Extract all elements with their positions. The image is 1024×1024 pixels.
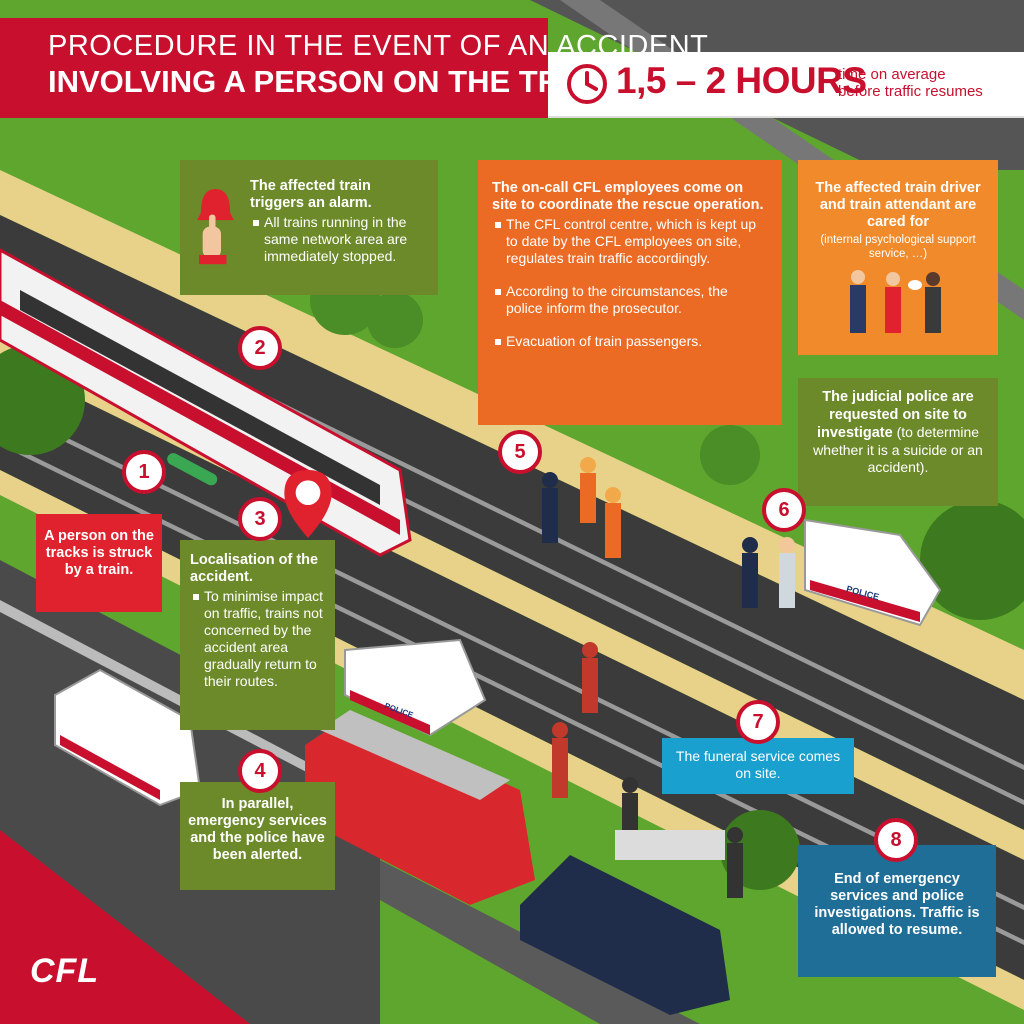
- step-8-text: End of emergency services and police inv…: [814, 871, 980, 938]
- clock-icon: [567, 64, 607, 104]
- time-info-box: [548, 52, 1024, 118]
- step-3-title: Localisation of the accident.: [190, 552, 319, 585]
- step-4-badge: 4: [238, 749, 282, 793]
- stretcher: [615, 830, 725, 860]
- police-car-right: [804, 518, 942, 627]
- step-6-badge: 6: [762, 488, 806, 532]
- police-car-left: [344, 638, 487, 737]
- cfl-logo: CFL: [30, 952, 100, 990]
- step-5-title: The on-call CFL employees come on site t…: [492, 180, 764, 213]
- step-8-badge: 8: [874, 818, 918, 862]
- location-pin-icon: [284, 470, 332, 538]
- step-7-badge: 7: [736, 700, 780, 744]
- crew-care-title: The affected train driver and train atte…: [815, 180, 981, 230]
- step-5-bullet-2: According to the circumstances, the poli…: [495, 283, 768, 317]
- step-3-badge: 3: [238, 497, 282, 541]
- bell-alarm-icon: [197, 189, 234, 265]
- step-6-text: (to determine whether it is a suicide or…: [813, 424, 983, 475]
- step-7-box: The funeral service comes on site.: [662, 738, 854, 794]
- step-4-text: In parallel, emergency services and the …: [188, 796, 327, 863]
- fire-truck: [305, 710, 535, 905]
- step-5-bullet-3: Evacuation of train passengers.: [495, 333, 768, 350]
- step-5-badge: 5: [498, 430, 542, 474]
- care-people-illustration: [850, 270, 941, 333]
- step-6-title: The judicial police are requested on sit…: [816, 389, 974, 441]
- step-8-box: End of emergency services and police inv…: [798, 845, 996, 977]
- step-1-box: A person on the tracks is struck by a tr…: [36, 514, 162, 612]
- step-5-bullet-1: The CFL control centre, which is kept up…: [495, 216, 768, 267]
- step-6-box: The judicial police are requested on sit…: [798, 378, 998, 506]
- header-banner: [0, 18, 548, 118]
- average-time-value: 1,5 – 2 HOURS: [616, 60, 867, 101]
- step-3-box: Localisation of the accident. To minimis…: [180, 540, 335, 730]
- step-7-text: The funeral service comes on site.: [675, 748, 841, 781]
- step-3-bullet: To minimise impact on traffic, trains no…: [193, 588, 324, 689]
- hearse: [520, 855, 730, 1015]
- average-time-description: time on average before traffic resumes: [838, 66, 983, 100]
- step-1-text: A person on the tracks is struck by a tr…: [44, 528, 154, 578]
- step-2-bullet: All trains running in the same network a…: [253, 214, 426, 265]
- crew-care-box: The affected train driver and train atte…: [798, 160, 998, 355]
- red-corner-decoration: [0, 830, 250, 1024]
- crew-care-subtitle: (internal psychological support service,…: [820, 234, 976, 260]
- step-2-title: The affected train triggers an alarm.: [250, 178, 372, 211]
- step-2-badge: 2: [238, 326, 282, 370]
- step-4-box: In parallel, emergency services and the …: [180, 782, 335, 890]
- page-title-line2: INVOLVING A PERSON ON THE TRACKS: [48, 64, 648, 99]
- step-5-box: The on-call CFL employees come on site t…: [478, 160, 782, 425]
- step-2-box: The affected train triggers an alarm. Al…: [180, 160, 438, 295]
- step-1-badge: 1: [122, 450, 166, 494]
